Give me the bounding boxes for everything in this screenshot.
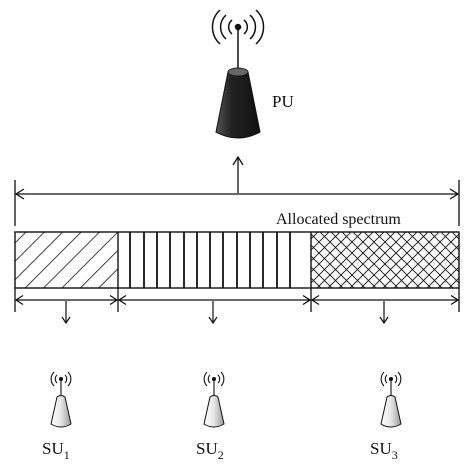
band-su1 [15,232,118,288]
antenna-tower-icon [215,67,261,139]
spectrum-bands [14,231,460,289]
band-su2 [129,232,291,288]
pu-label: PU [272,92,294,111]
su3-label: SU3 [370,439,398,462]
su1-antenna [50,371,72,428]
pu-uplink-arrow [232,155,244,193]
radio-waves-icon [50,371,72,387]
su2-antenna [203,371,225,428]
pu-tower [211,9,265,139]
su2-label: SU2 [196,439,224,462]
spectrum-frame [14,231,460,289]
antenna-icon [380,395,402,428]
antenna-icon [203,395,225,428]
su1-label: SU1 [42,439,70,462]
spectrum-label: Allocated spectrum [276,211,401,228]
subband-brackets [14,288,460,312]
su3-antenna [380,371,402,428]
antenna-icon [50,395,72,428]
su-downlink-arrows [61,301,389,325]
spectrum-top-bracket [14,180,460,226]
pu-radio-waves-icon [211,9,265,45]
band-su3 [311,232,459,288]
